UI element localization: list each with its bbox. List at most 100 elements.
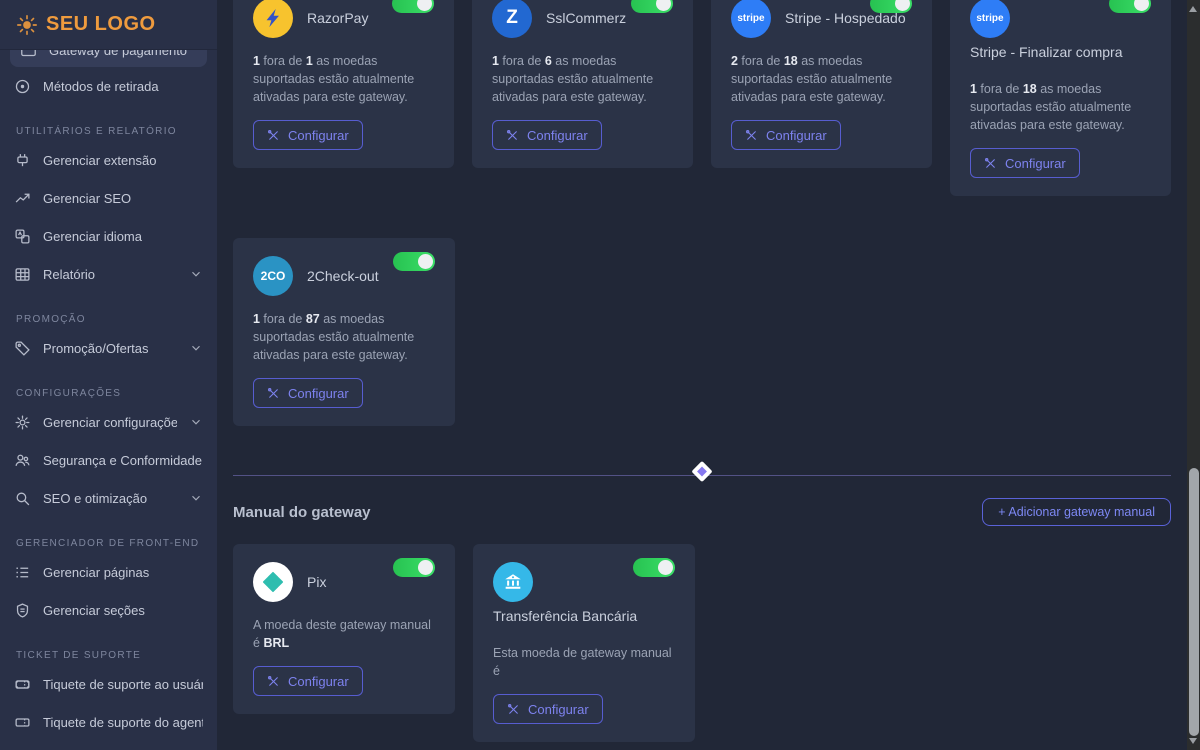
diamond-ornament (691, 460, 713, 483)
sslcommerz-toggle[interactable] (631, 0, 673, 13)
scrollbar-up-arrow[interactable] (1189, 6, 1197, 12)
sun-logo-icon (17, 14, 37, 35)
main-content: RazorPay 1 fora de 1 as moedas suportada… (217, 0, 1187, 750)
transferencia-toggle[interactable] (633, 558, 675, 577)
section-divider (233, 460, 1171, 483)
bank-icon (505, 574, 521, 589)
gateway-title: 2Check-out (307, 268, 379, 284)
configure-button[interactable]: Configurar (253, 378, 363, 408)
bank-transfer-icon (493, 562, 533, 602)
sidebar-section-frontend: GERENCIADOR DE FRONT-END (16, 537, 200, 549)
sidebar-section-configuracoes: CONFIGURAÇÕES (16, 387, 122, 399)
configure-button[interactable]: Configurar (253, 666, 363, 696)
seo-chart-icon (15, 193, 30, 202)
gateway-card-stripe-hospedado: stripe Stripe - Hospedado 2 fora de 18 a… (711, 0, 932, 168)
sidebar-item-gerenciar-idioma[interactable]: Gerenciar idioma (0, 217, 217, 255)
gateway-title: SslCommerz (546, 10, 627, 26)
ticket-icon (15, 717, 30, 727)
pix-diamonds-icon (262, 571, 284, 593)
shield-icon (16, 602, 29, 618)
ticket-icon (15, 679, 30, 689)
razorpay-icon (253, 0, 293, 38)
extension-icon (17, 153, 28, 166)
sidebar-nav: Gateway de pagamento Métodos de retirada… (0, 33, 217, 741)
chevron-down-icon (192, 495, 200, 501)
manual-gateways-row: Pix A moeda deste gateway manual é BRL C… (233, 544, 1171, 742)
search-icon (16, 492, 30, 505)
sidebar-item-gerenciar-extensao[interactable]: Gerenciar extensão (0, 141, 217, 179)
gateway-description: 2 fora de 18 as moedas suportadas estão … (731, 54, 893, 104)
chevron-down-icon (192, 419, 200, 425)
configure-button[interactable]: Configurar (731, 120, 841, 150)
gateway-description: 1 fora de 87 as moedas suportadas estão … (253, 312, 415, 362)
gateway-card-razorpay: RazorPay 1 fora de 1 as moedas suportada… (233, 0, 454, 168)
tools-icon (508, 703, 518, 714)
sidebar-item-metodos-retirada[interactable]: Métodos de retirada (0, 67, 217, 105)
auto-gateways-row-2: 2CO 2Check-out 1 fora de 87 as moedas su… (233, 238, 1171, 426)
tools-icon (746, 129, 756, 140)
add-manual-gateway-button[interactable]: + Adicionar gateway manual (982, 498, 1171, 526)
stripe-icon: stripe (731, 0, 771, 38)
2checkout-icon: 2CO (253, 256, 293, 296)
stripe-finalizar-toggle[interactable] (1109, 0, 1151, 13)
sidebar-section-promocao: PROMOÇÃO (16, 313, 86, 325)
gateway-card-pix: Pix A moeda deste gateway manual é BRL C… (233, 544, 455, 714)
sidebar-item-gerenciar-secoes[interactable]: Gerenciar seções (0, 591, 217, 629)
sidebar-section-utilitarios: UTILITÁRIOS E RELATÓRIO (16, 125, 177, 137)
gateway-title: Transferência Bancária (493, 608, 638, 624)
manual-gateway-header: Manual do gateway + Adicionar gateway ma… (233, 498, 1171, 526)
sidebar-section-ticket: TICKET DE SUPORTE (16, 649, 142, 661)
stripe-icon: stripe (970, 0, 1010, 38)
gateway-title: Pix (307, 574, 327, 590)
manual-section-title: Manual do gateway (233, 503, 371, 521)
sidebar-item-seo-otimizacao[interactable]: SEO e otimização (0, 479, 217, 517)
scrollbar-thumb[interactable] (1188, 468, 1199, 736)
gateway-title: Stripe - Hospedado (785, 10, 906, 26)
gateway-title: Stripe - Finalizar compra (970, 44, 1123, 60)
chevron-down-icon (192, 345, 200, 351)
configure-button[interactable]: Configurar (970, 148, 1080, 178)
tools-icon (985, 157, 995, 168)
configure-button[interactable]: Configurar (493, 694, 603, 724)
auto-gateways-row-1: RazorPay 1 fora de 1 as moedas suportada… (233, 0, 1171, 196)
2checkout-toggle[interactable] (393, 252, 435, 271)
gateway-title: RazorPay (307, 10, 369, 26)
tag-icon (15, 340, 30, 356)
sslcommerz-icon: Z (492, 0, 532, 38)
tools-icon (268, 387, 278, 398)
sidebar-item-seguranca-conformidade[interactable]: Segurança e Conformidade (0, 441, 217, 479)
logo-header: SEU LOGO (0, 0, 217, 50)
gateway-card-2checkout: 2CO 2Check-out 1 fora de 87 as moedas su… (233, 238, 455, 426)
sidebar-item-relatorio[interactable]: Relatório (0, 255, 217, 293)
logo-text: SEU LOGO (46, 13, 156, 35)
list-icon (16, 567, 29, 577)
tools-icon (268, 675, 278, 686)
tools-icon (268, 129, 278, 140)
gateway-card-transferencia-bancaria: Transferência Bancária Esta moeda de gat… (473, 544, 695, 742)
scrollbar-down-arrow[interactable] (1189, 738, 1197, 744)
sidebar-item-gerenciar-configuracoes[interactable]: Gerenciar configurações (0, 403, 217, 441)
razorpay-bolt-icon (266, 8, 279, 28)
gateway-description: A moeda deste gateway manual é BRL (253, 618, 431, 650)
pix-icon (253, 562, 293, 602)
configure-button[interactable]: Configurar (253, 120, 363, 150)
gateway-description: 1 fora de 6 as moedas suportadas estão a… (492, 54, 654, 104)
vertical-scrollbar (1187, 0, 1200, 750)
sidebar: SEU LOGO Gateway de pagamento Métodos de… (0, 0, 217, 750)
sidebar-item-gerenciar-seo[interactable]: Gerenciar SEO (0, 179, 217, 217)
sidebar-item-ticket-usuario[interactable]: Tiquete de suporte ao usuário (0, 665, 217, 703)
circle-dot-icon (15, 79, 30, 93)
gear-icon (15, 414, 30, 430)
sidebar-item-promocao-ofertas[interactable]: Promoção/Ofertas (0, 329, 217, 367)
sidebar-item-ticket-agente[interactable]: Tiquete de suporte do agente (0, 703, 217, 741)
table-icon (15, 267, 30, 281)
stripe-hospedado-toggle[interactable] (870, 0, 912, 13)
razorpay-toggle[interactable] (392, 0, 434, 13)
configure-button[interactable]: Configurar (492, 120, 602, 150)
gateway-description: Esta moeda de gateway manual é (493, 646, 672, 678)
pix-toggle[interactable] (393, 558, 435, 577)
gateway-description: 1 fora de 18 as moedas suportadas estão … (970, 82, 1132, 132)
sidebar-item-gerenciar-paginas[interactable]: Gerenciar páginas (0, 553, 217, 591)
users-icon (15, 454, 30, 466)
tools-icon (507, 129, 517, 140)
